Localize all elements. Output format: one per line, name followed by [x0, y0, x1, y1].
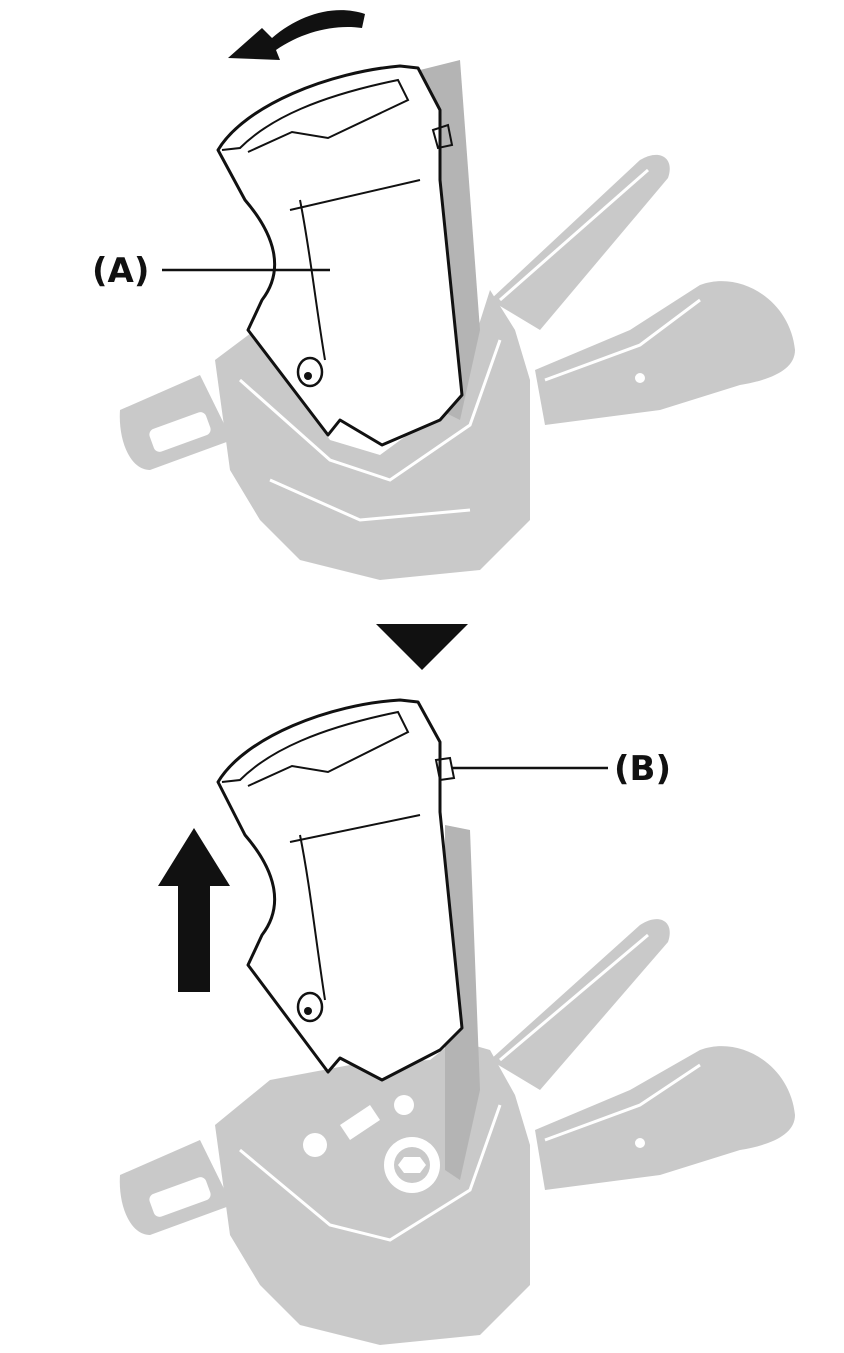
cover-a-bottom	[216, 698, 464, 1082]
label-b-text: (B)	[614, 749, 671, 789]
label-a-text: (A)	[92, 251, 149, 291]
curved-arrow-left-icon	[228, 10, 365, 60]
cover-a-top	[216, 64, 464, 447]
label-a: (A)	[92, 251, 330, 291]
label-b: (B)	[452, 749, 671, 789]
bottom-panel: (B)	[119, 698, 795, 1345]
shifter-body-top	[119, 60, 795, 580]
shifter-body-bottom	[119, 825, 795, 1345]
triangle-down-icon	[376, 624, 468, 670]
arrow-up-icon	[158, 828, 230, 992]
top-panel: (A)	[92, 10, 795, 580]
